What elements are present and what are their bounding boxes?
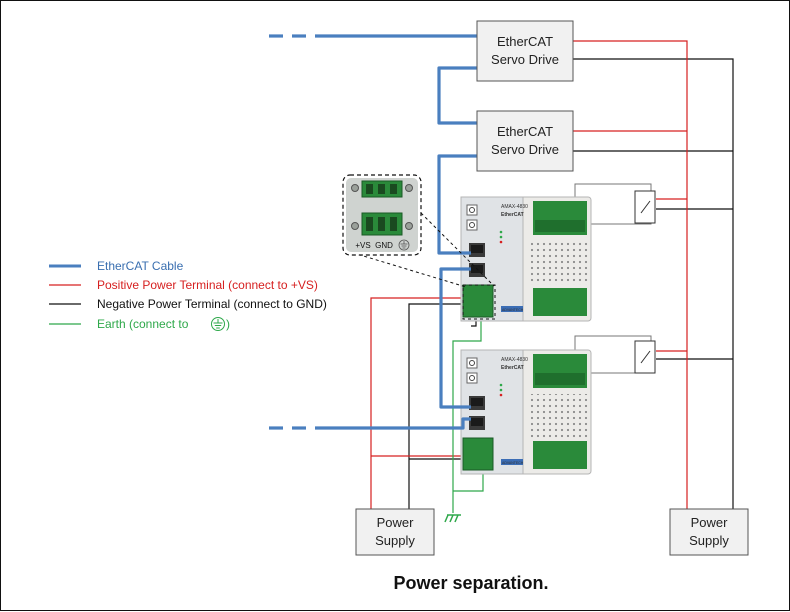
power-supply-left: Power Supply [355,508,435,556]
module-brand-label: EtherCAT [501,212,524,218]
zoom-gnd-label: GND [375,241,393,250]
module-model-label: AMAX-4830 [501,204,528,210]
legend-earth-label-suffix: ) [226,317,230,331]
zoom-earth-icon [398,239,410,251]
connector-zoom-callout: +VS GND [342,174,496,320]
servo-drive-line1: EtherCAT [497,34,553,49]
power-supply-line1: Power [691,515,729,530]
servo-drive-bottom: EtherCAT Servo Drive [476,110,574,172]
module-model-label: AMAX-4830 [501,357,528,363]
positive-wires [370,40,688,511]
negative-wires [408,58,734,511]
power-supply-line1: Power [377,515,415,530]
module-brand-label: EtherCAT [501,365,524,371]
power-supply-line2: Supply [689,533,729,548]
figure-caption: Power separation. [393,573,548,593]
earth-symbol-icon [211,317,225,331]
module-footer-label: ADVANTECH [502,308,524,312]
servo-drive-top: EtherCAT Servo Drive [476,20,574,82]
ground-symbol [444,514,461,523]
servo-drive-line2: Servo Drive [491,142,559,157]
relay-bottom [574,335,656,374]
power-supply-line2: Supply [375,533,415,548]
legend-earth-label-prefix: Earth (connect to [97,317,189,331]
power-supply-right: Power Supply [669,508,749,556]
servo-drive-line2: Servo Drive [491,52,559,67]
legend-negative-label: Negative Power Terminal (connect to GND) [97,297,327,311]
module-footer-label: ADVANTECH [502,461,524,465]
ethercat-cables [269,34,477,430]
legend: EtherCAT Cable Positive Power Terminal (… [49,259,327,331]
zoom-vs-label: +VS [355,241,370,250]
servo-drive-line1: EtherCAT [497,124,553,139]
legend-positive-label: Positive Power Terminal (connect to +VS) [97,278,318,292]
io-module-top: AMAX-4830 EtherCAT ADVANTECH [460,196,592,322]
io-module-bottom: AMAX-4830 EtherCAT ADVANTECH [460,349,592,475]
legend-ethercat-label: EtherCAT Cable [97,259,184,273]
